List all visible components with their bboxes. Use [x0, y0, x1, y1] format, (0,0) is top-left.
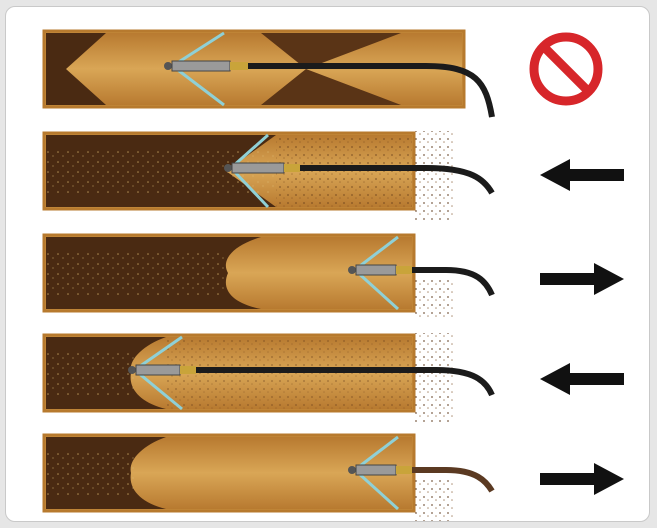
pipe-step-2	[6, 129, 526, 219]
debris-spill	[414, 333, 454, 423]
nozzle	[164, 61, 248, 71]
pipe-step-5	[6, 431, 526, 522]
diagram-panel	[5, 6, 650, 522]
debris-spill	[414, 277, 454, 317]
arrow-left-icon	[536, 359, 628, 399]
pipe-step-3	[6, 231, 526, 321]
debris-spill	[414, 131, 454, 221]
pipe-step-1	[6, 27, 526, 117]
arrow-right-icon	[536, 459, 628, 499]
nozzle	[224, 163, 300, 173]
arrow-right-icon	[536, 259, 628, 299]
pipe-step-4	[6, 331, 526, 421]
arrow-left-icon	[536, 155, 628, 195]
debris-spill	[414, 477, 454, 521]
nozzle	[348, 465, 412, 475]
nozzle	[348, 265, 412, 275]
no-entry-icon	[526, 29, 606, 109]
nozzle	[128, 365, 196, 375]
